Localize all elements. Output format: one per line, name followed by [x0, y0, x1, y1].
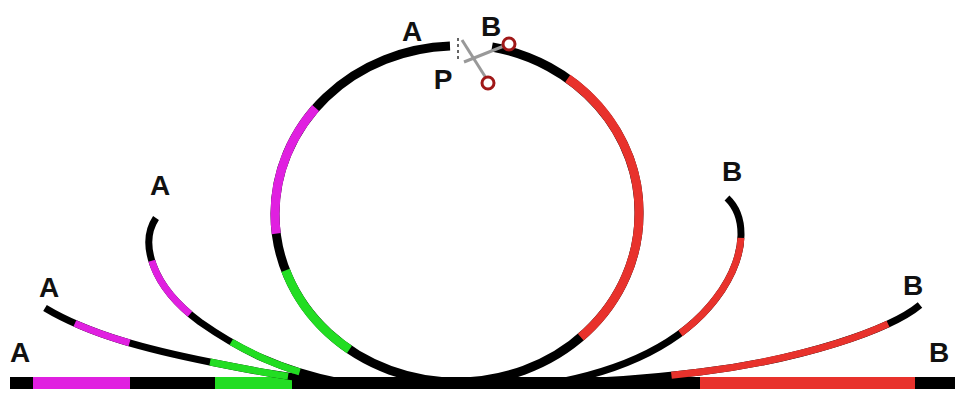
point-label: B	[722, 158, 742, 186]
curve-black	[560, 305, 920, 382]
curve-black	[560, 198, 741, 382]
scissor-blade	[464, 46, 504, 62]
strip-magenta	[33, 377, 130, 389]
point-label: B	[481, 13, 501, 41]
strip-red	[700, 377, 915, 389]
scissor-handle	[482, 77, 494, 89]
point-label: A	[39, 274, 59, 302]
strip-green	[215, 377, 292, 389]
point-label: A	[402, 18, 422, 46]
scissor-handle	[503, 38, 515, 50]
point-label: A	[150, 172, 170, 200]
curve-magenta	[149, 218, 340, 382]
loop-magenta	[275, 46, 457, 382]
loop-red	[457, 47, 639, 382]
point-label: B	[929, 339, 949, 367]
curve-red	[560, 305, 920, 382]
loop-black	[275, 46, 457, 382]
loop-black	[457, 47, 639, 382]
curve-green	[149, 218, 340, 382]
point-label: B	[903, 272, 923, 300]
curve-red	[560, 198, 741, 382]
curve-black	[149, 218, 340, 382]
point-label: P	[434, 66, 453, 94]
point-label: A	[10, 339, 30, 367]
loop-green	[275, 46, 457, 382]
cut-line	[457, 38, 459, 62]
